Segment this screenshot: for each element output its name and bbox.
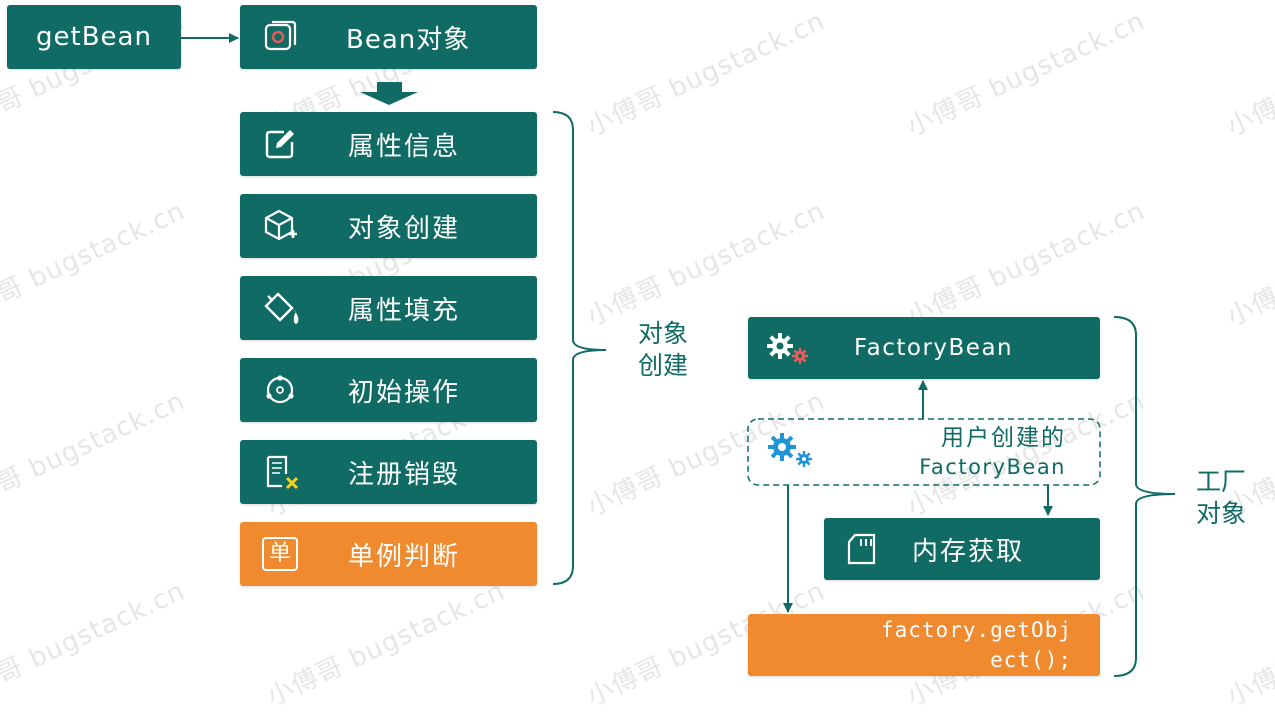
- step-label: 初始操作: [348, 377, 461, 408]
- getbean-box: getBean: [7, 5, 181, 69]
- user-factorybean-label: 用户创建的 FactoryBean: [919, 425, 1066, 479]
- bean-object-label: Bean对象: [346, 24, 471, 55]
- user-factorybean-node: 用户创建的 FactoryBean: [748, 419, 1100, 485]
- right-group-bracket: [1113, 316, 1176, 677]
- single-icon: 单: [262, 537, 298, 571]
- memory-card-icon: [844, 531, 880, 567]
- step-singleton-check: 单 单例判断: [240, 522, 537, 586]
- get-object-code: factory.getObj ect();: [880, 618, 1072, 672]
- gears-icon: [762, 330, 812, 366]
- connector-layer: [181, 33, 1176, 677]
- step-object-creation: 对象创建: [240, 194, 537, 258]
- user-factorybean-dashed-box: [747, 418, 1101, 486]
- step-label: 属性填充: [348, 295, 461, 326]
- gears-blue-icon: [764, 429, 814, 469]
- bean-object-icon: [262, 19, 298, 55]
- edit-icon: [262, 126, 298, 162]
- step-label: 属性信息: [348, 131, 461, 162]
- step-attribute-fill: 属性填充: [240, 276, 537, 340]
- get-object-box: factory.getObj ect();: [748, 614, 1100, 676]
- bucket-fill-icon: [262, 290, 302, 326]
- init-ring-icon: [262, 372, 298, 408]
- cube-add-icon: [262, 208, 298, 244]
- step-register-destroy: 注册销毁: [240, 440, 537, 504]
- left-group-bracket: [552, 111, 607, 585]
- step-label: 单例判断: [348, 541, 461, 572]
- object-creation-group-label: 对象 创建: [638, 319, 689, 380]
- down-block-arrow: [360, 82, 418, 105]
- factorybean-label: FactoryBean: [854, 335, 1014, 361]
- step-label: 注册销毁: [348, 459, 461, 490]
- factorybean-box: FactoryBean: [748, 317, 1100, 379]
- memory-fetch-label: 内存获取: [912, 536, 1025, 567]
- step-label: 对象创建: [348, 213, 461, 244]
- bean-object-box: Bean对象: [240, 5, 537, 69]
- step-init-operation: 初始操作: [240, 358, 537, 422]
- step-attribute-info: 属性信息: [240, 112, 537, 176]
- memory-fetch-box: 内存获取: [824, 518, 1100, 580]
- factory-object-group-label: 工厂 对象: [1196, 467, 1247, 528]
- document-x-icon: [262, 454, 302, 490]
- getbean-label: getBean: [36, 22, 152, 52]
